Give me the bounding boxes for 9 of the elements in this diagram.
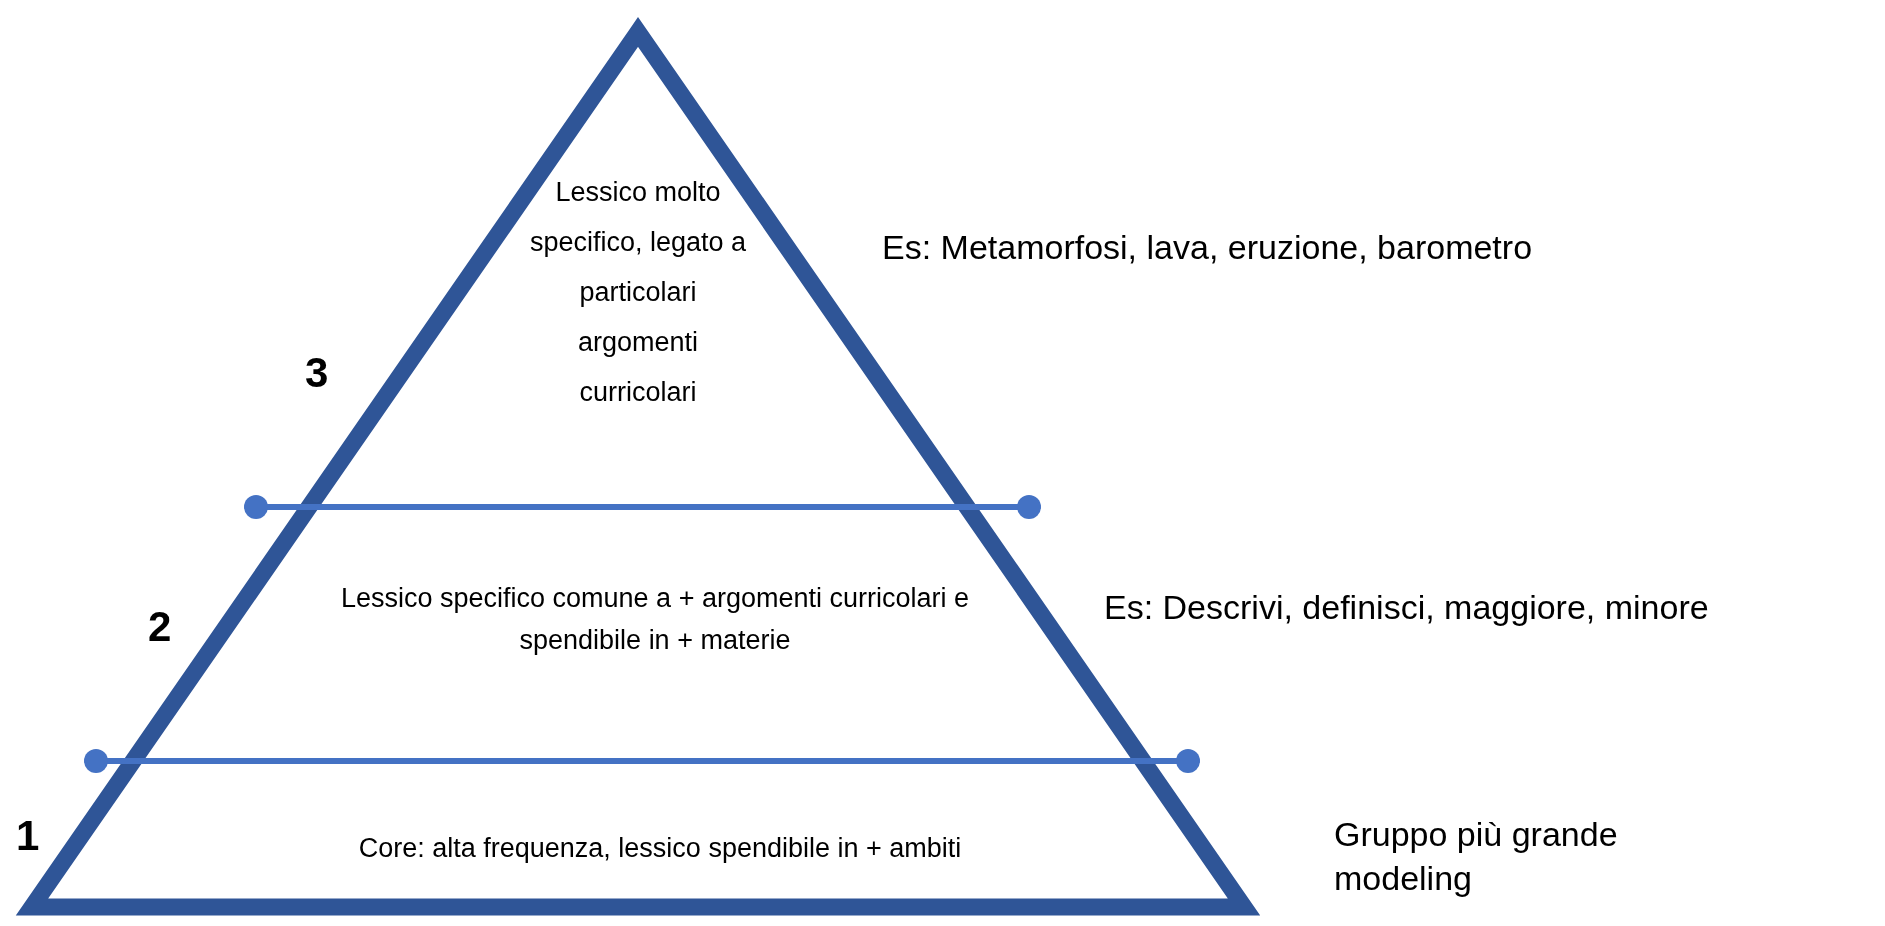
tier-example: Es: Descrivi, definisci, maggiore, minore bbox=[1104, 587, 1709, 628]
tier-number: 3 bbox=[305, 352, 329, 394]
tier-description: Lessico molto specifico, legato a particolari argomenti curricolari bbox=[528, 168, 748, 418]
tier-example: Gruppo più grande modeling bbox=[1334, 814, 1619, 900]
tier-description: Lessico specifico comune a + argomenti curricolari e spendibile in + materie bbox=[310, 578, 1000, 662]
tier-number: 1 bbox=[16, 815, 40, 857]
tier-number: 2 bbox=[148, 606, 172, 648]
tier-description: Core: alta frequenza, lessico spendibile in + ambiti bbox=[300, 828, 1020, 870]
tier-example: Es: Metamorfosi, lava, eruzione, barometro bbox=[882, 227, 1533, 268]
